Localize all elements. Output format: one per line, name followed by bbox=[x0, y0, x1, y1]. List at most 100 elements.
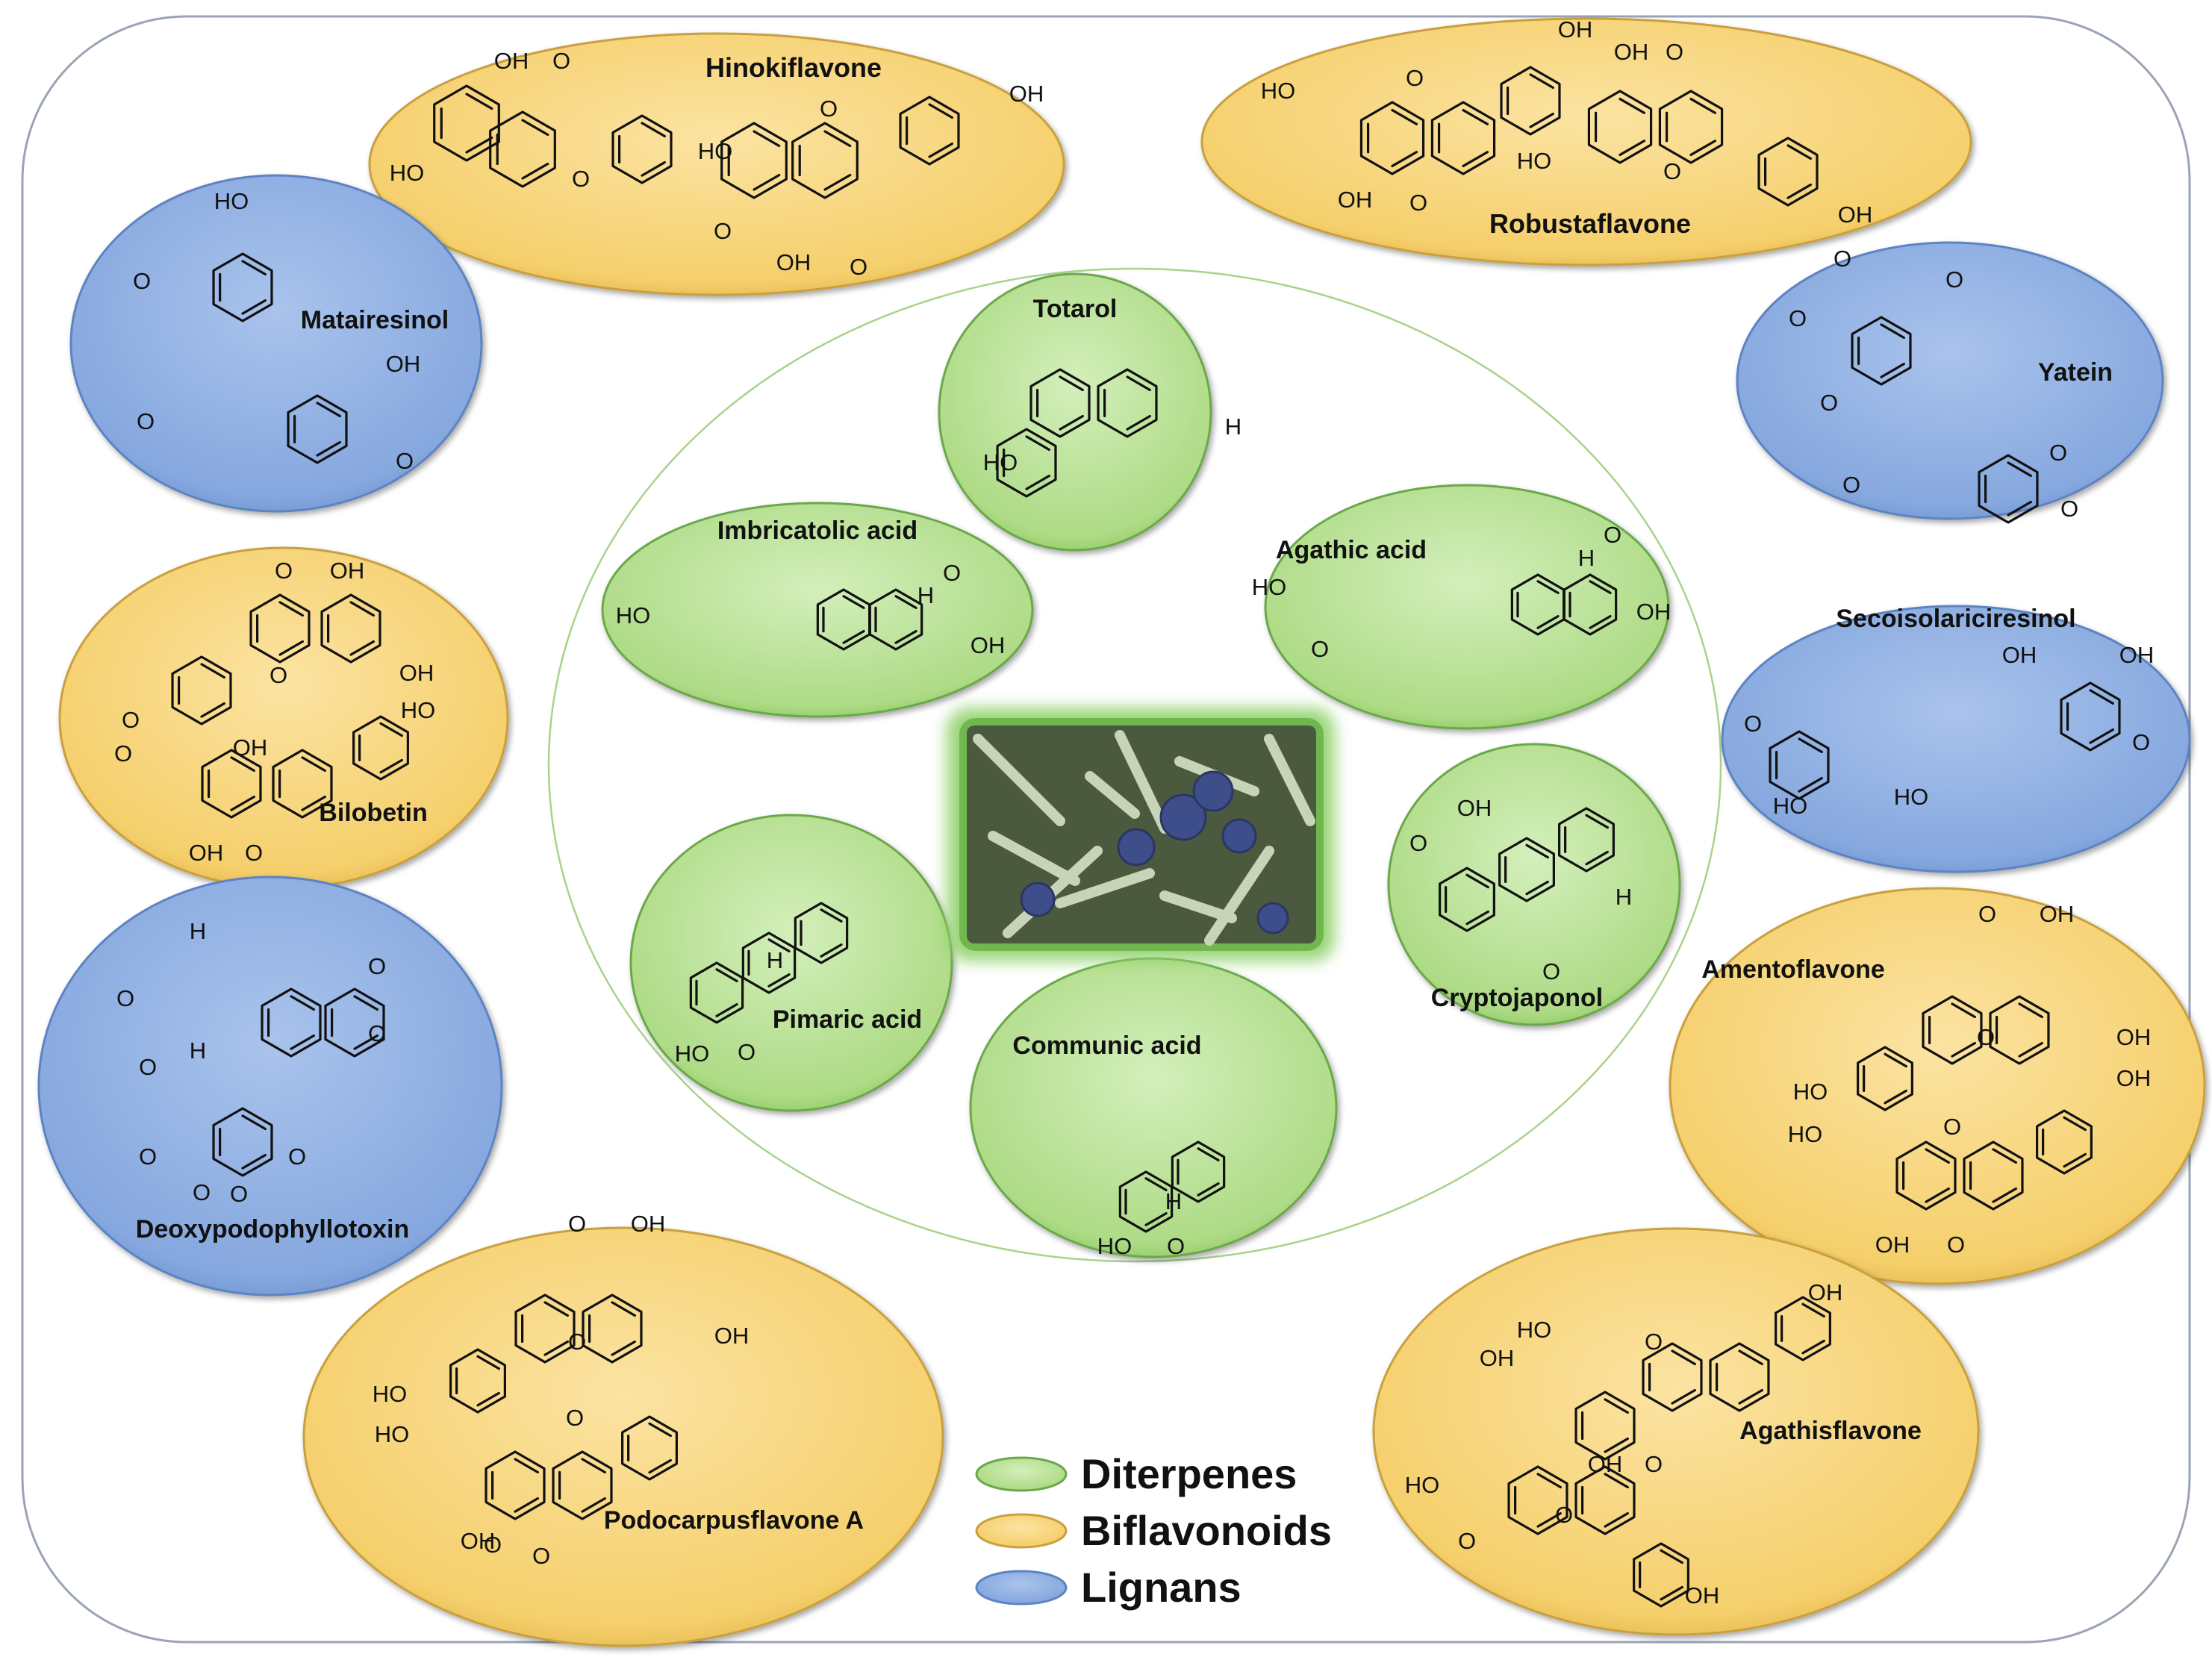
legend-label: Biflavonoids bbox=[1081, 1507, 1332, 1554]
atom-label: OH bbox=[1614, 39, 1649, 65]
double-bond bbox=[1992, 1148, 2017, 1164]
double-bond bbox=[1536, 614, 1560, 629]
double-bond bbox=[301, 756, 326, 773]
atom-label: O bbox=[532, 1543, 550, 1569]
atom-label: O bbox=[738, 1039, 755, 1065]
atom-label: O bbox=[139, 1143, 157, 1170]
double-bond bbox=[2007, 500, 2032, 517]
ring-bond bbox=[201, 749, 262, 819]
atom-label: OH bbox=[1875, 1232, 1910, 1258]
ring-bond bbox=[249, 593, 311, 664]
ring-bond bbox=[1895, 1141, 1957, 1211]
double-bond bbox=[1925, 1148, 1950, 1164]
structure-skeleton bbox=[816, 588, 923, 651]
ring-bond bbox=[899, 96, 960, 166]
compound-name: Podocarpusflavone A bbox=[604, 1506, 864, 1535]
atom-label: OH bbox=[1457, 795, 1492, 821]
atom-label: OH bbox=[1558, 16, 1593, 43]
ring-bond bbox=[582, 1294, 643, 1364]
legend-item-diterpenes: Diterpenes bbox=[975, 1450, 1297, 1497]
atom-label: HO bbox=[1097, 1233, 1133, 1259]
double-bond bbox=[543, 1301, 569, 1317]
double-bond bbox=[316, 402, 341, 418]
double-bond bbox=[241, 1153, 267, 1170]
legend-label: Diterpenes bbox=[1081, 1450, 1297, 1497]
atom-label: O bbox=[1834, 246, 1851, 272]
atom-label: H bbox=[190, 1038, 206, 1064]
double-bond bbox=[2018, 1041, 2043, 1058]
compound-name: Yatein bbox=[2038, 358, 2113, 387]
atom-label: O bbox=[396, 448, 414, 474]
structure-skeleton bbox=[1769, 681, 2121, 800]
double-bond bbox=[1059, 414, 1084, 431]
atom-label: H bbox=[767, 947, 783, 973]
needle-shape bbox=[988, 831, 1080, 886]
atom-label: O bbox=[568, 1329, 586, 1355]
double-bond bbox=[230, 795, 255, 811]
double-bond bbox=[349, 640, 375, 656]
atom-label: OH bbox=[461, 1528, 496, 1554]
double-bond bbox=[353, 1034, 378, 1050]
biflavonoid-bubble bbox=[1200, 17, 1972, 266]
atom-label: O bbox=[1311, 636, 1329, 662]
double-bond bbox=[353, 995, 378, 1011]
double-bond bbox=[753, 173, 781, 191]
structure-skeleton bbox=[1510, 573, 1618, 636]
ring-bond bbox=[1757, 137, 1819, 207]
atom-label: O bbox=[1604, 522, 1621, 548]
needle-shape bbox=[1204, 846, 1274, 946]
atom-label: O bbox=[850, 254, 867, 280]
structure-skeleton bbox=[171, 593, 409, 819]
double-bond bbox=[715, 968, 738, 983]
atom-label: O bbox=[552, 48, 570, 74]
double-bond bbox=[767, 938, 791, 953]
double-bond bbox=[1671, 1349, 1696, 1366]
atom-label: OH bbox=[631, 1211, 666, 1237]
double-bond bbox=[543, 1340, 569, 1356]
atom-label: H bbox=[1165, 1188, 1182, 1214]
atom-label: HO bbox=[983, 449, 1018, 475]
ring-bond bbox=[1658, 90, 1724, 164]
atom-label: O bbox=[2132, 729, 2150, 755]
atom-label: O bbox=[1789, 305, 1807, 331]
double-bond bbox=[1391, 108, 1418, 125]
ring-bond bbox=[720, 122, 788, 199]
atom-label: O bbox=[116, 985, 134, 1011]
double-bond bbox=[820, 943, 843, 958]
double-bond bbox=[301, 795, 326, 811]
atom-label: O bbox=[368, 1020, 386, 1046]
atom-label: HO bbox=[698, 138, 733, 164]
double-bond bbox=[1689, 140, 1717, 157]
ring-bond bbox=[1558, 807, 1615, 873]
ring-bond bbox=[2060, 681, 2121, 752]
compound-name: Amentoflavone bbox=[1701, 955, 1885, 984]
double-bond bbox=[1884, 1052, 1907, 1068]
center-photo bbox=[947, 708, 1335, 961]
double-bond bbox=[641, 160, 666, 177]
double-bond bbox=[521, 162, 549, 180]
structure-skeleton bbox=[212, 252, 348, 464]
atom-label: OH bbox=[1338, 187, 1373, 213]
ring-bond bbox=[868, 588, 923, 651]
ring-bond bbox=[1574, 1465, 1636, 1535]
atom-label: O bbox=[288, 1143, 306, 1170]
lignan-bubble bbox=[1736, 241, 2164, 520]
ring-bond bbox=[1171, 1141, 1226, 1203]
atom-label: O bbox=[133, 268, 151, 294]
atom-label: O bbox=[566, 1405, 584, 1431]
atom-label: O bbox=[137, 408, 155, 434]
ring-bond bbox=[1029, 368, 1091, 438]
atom-label: O bbox=[1645, 1329, 1663, 1355]
double-bond bbox=[820, 908, 843, 923]
structure-skeleton bbox=[1851, 316, 2039, 524]
atom-label: O bbox=[1409, 190, 1427, 216]
berry-shape bbox=[1221, 818, 1257, 854]
double-bond bbox=[1619, 140, 1646, 157]
atom-label: OH bbox=[1009, 81, 1044, 107]
compound-name: Communic acid bbox=[1012, 1032, 1201, 1060]
diterpene-bubble bbox=[1264, 484, 1670, 730]
double-bond bbox=[928, 103, 953, 119]
double-bond bbox=[842, 595, 865, 610]
